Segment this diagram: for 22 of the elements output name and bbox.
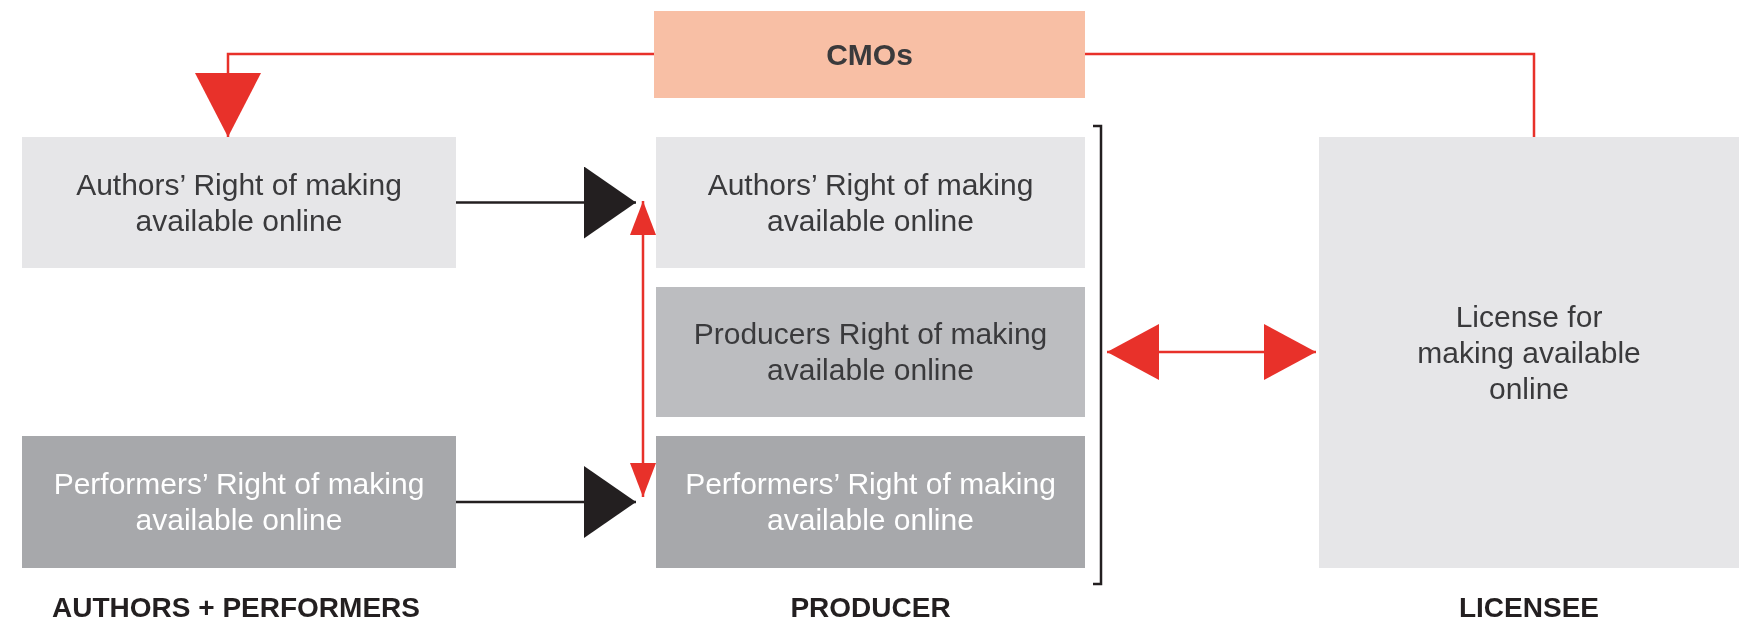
column-heading: LICENSEE [1458, 591, 1600, 625]
box-text: Producers Right of making available online [692, 316, 1049, 388]
rights-box [22, 436, 456, 568]
organization-box [654, 11, 1085, 98]
rights-box [1319, 137, 1739, 568]
box-text: Authors’ Right of making available online [706, 166, 1035, 239]
arrow [1107, 324, 1316, 380]
column-heading: PRODUCER [789, 591, 952, 625]
arrow [630, 201, 656, 497]
column-heading: AUTHORS + PERFORMERS [51, 591, 421, 625]
arrow [456, 466, 636, 538]
rights-box [22, 137, 456, 268]
rights-box [656, 287, 1085, 417]
box-text: Authors’ Right of making available online [75, 166, 403, 239]
rights-box [656, 436, 1085, 568]
box-text: CMOs [826, 36, 913, 73]
box-text: Performers’ Right of making available online [684, 466, 1057, 538]
arrow [195, 52, 654, 137]
rights-box [656, 137, 1085, 268]
box-text: Performers’ Right of making available online [52, 466, 426, 538]
arrow [456, 166, 636, 239]
box-text: License for making available online [1416, 298, 1642, 407]
